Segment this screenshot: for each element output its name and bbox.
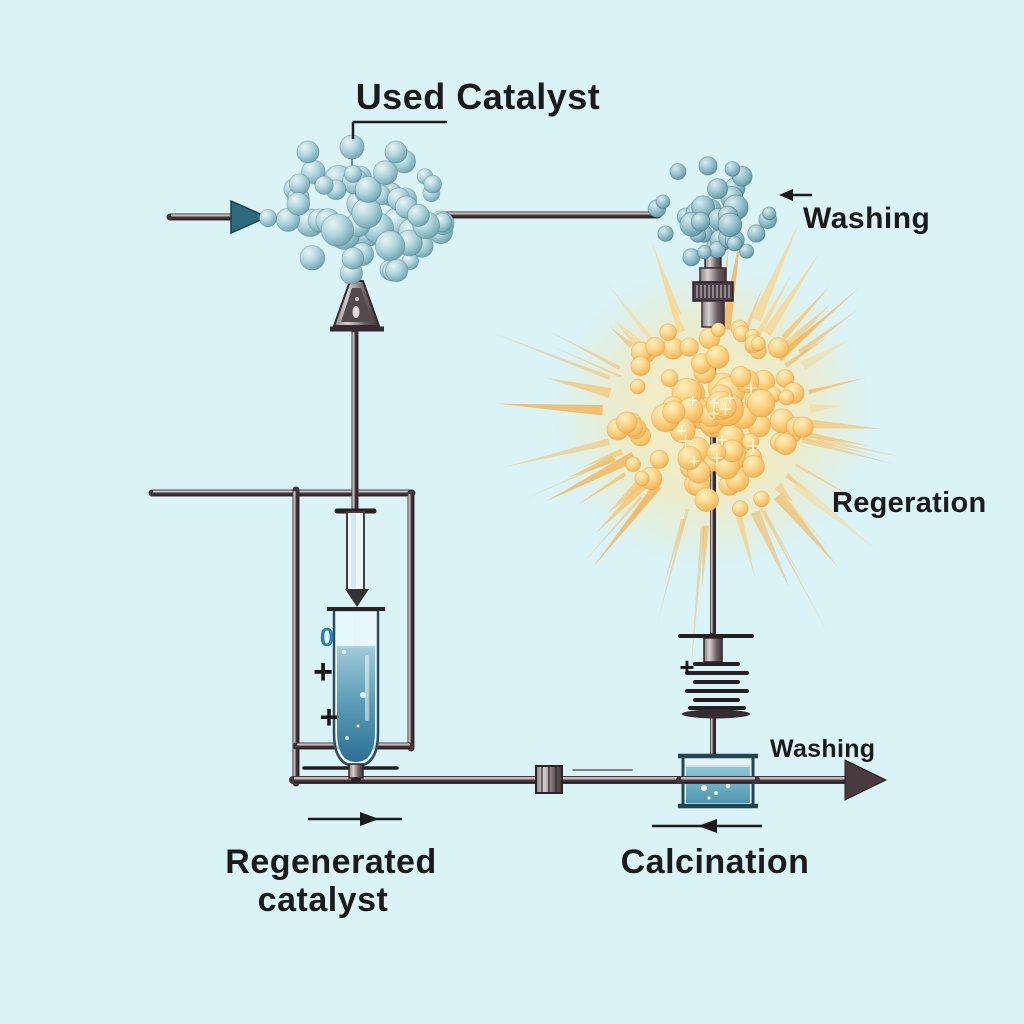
bottom-pipe-coupling [535, 765, 563, 794]
label-washing-bottom: Washing [770, 735, 875, 763]
regeneration-rays [492, 224, 900, 681]
inlet-arrowhead [230, 199, 269, 235]
funnel-drop [355, 297, 359, 301]
coil-base-flange [682, 709, 750, 719]
coil-marking-plus: + [679, 652, 694, 682]
pipe-through-beaker [676, 776, 760, 784]
washing-arrowhead-left [779, 189, 793, 201]
knurl-ticks [696, 285, 730, 298]
tube-drain-joint [351, 777, 361, 783]
down-arrowhead [345, 589, 369, 607]
feed-pipe-tint [351, 514, 356, 588]
regenerated-arrowhead-right [360, 812, 379, 826]
coil-inlet-fitting [703, 637, 723, 663]
tube-marking-plus-lower: + [320, 699, 339, 735]
tube-liquid [337, 647, 375, 762]
flange-and-coil-lines [302, 508, 754, 771]
tube-marking-zero: 0 [320, 622, 334, 652]
calcination-arrowhead-left [698, 819, 717, 833]
label-regenerated-line2: catalyst [258, 881, 389, 919]
label-calcination: Calcination [621, 843, 810, 881]
annotation-arrows [308, 120, 888, 833]
label-washing-top: Washing [803, 202, 930, 235]
fitting-collar [699, 267, 727, 283]
washing-cluster [647, 156, 778, 267]
beaker-liquid [686, 766, 750, 803]
beaker-lips [678, 753, 758, 809]
regenerated-catalyst-cluster [606, 319, 814, 517]
page-title: Used Catalyst [356, 76, 601, 117]
labels: Used Catalyst Washing Regeration Washing… [225, 76, 986, 919]
inlet-arrow [230, 199, 269, 235]
tube-marking-plus-upper: + [313, 653, 333, 691]
tube-shine [365, 655, 369, 721]
funnel-interior [341, 288, 372, 322]
label-regeneration: Regeration [832, 487, 986, 519]
used-catalyst-cluster [258, 134, 455, 285]
label-regenerated-line1: Regenerated [225, 843, 436, 881]
funnel-highlight [352, 306, 360, 318]
test-tube [327, 607, 385, 783]
tube-bottom-fitting [348, 763, 364, 779]
outlet-arrowhead [844, 759, 888, 801]
